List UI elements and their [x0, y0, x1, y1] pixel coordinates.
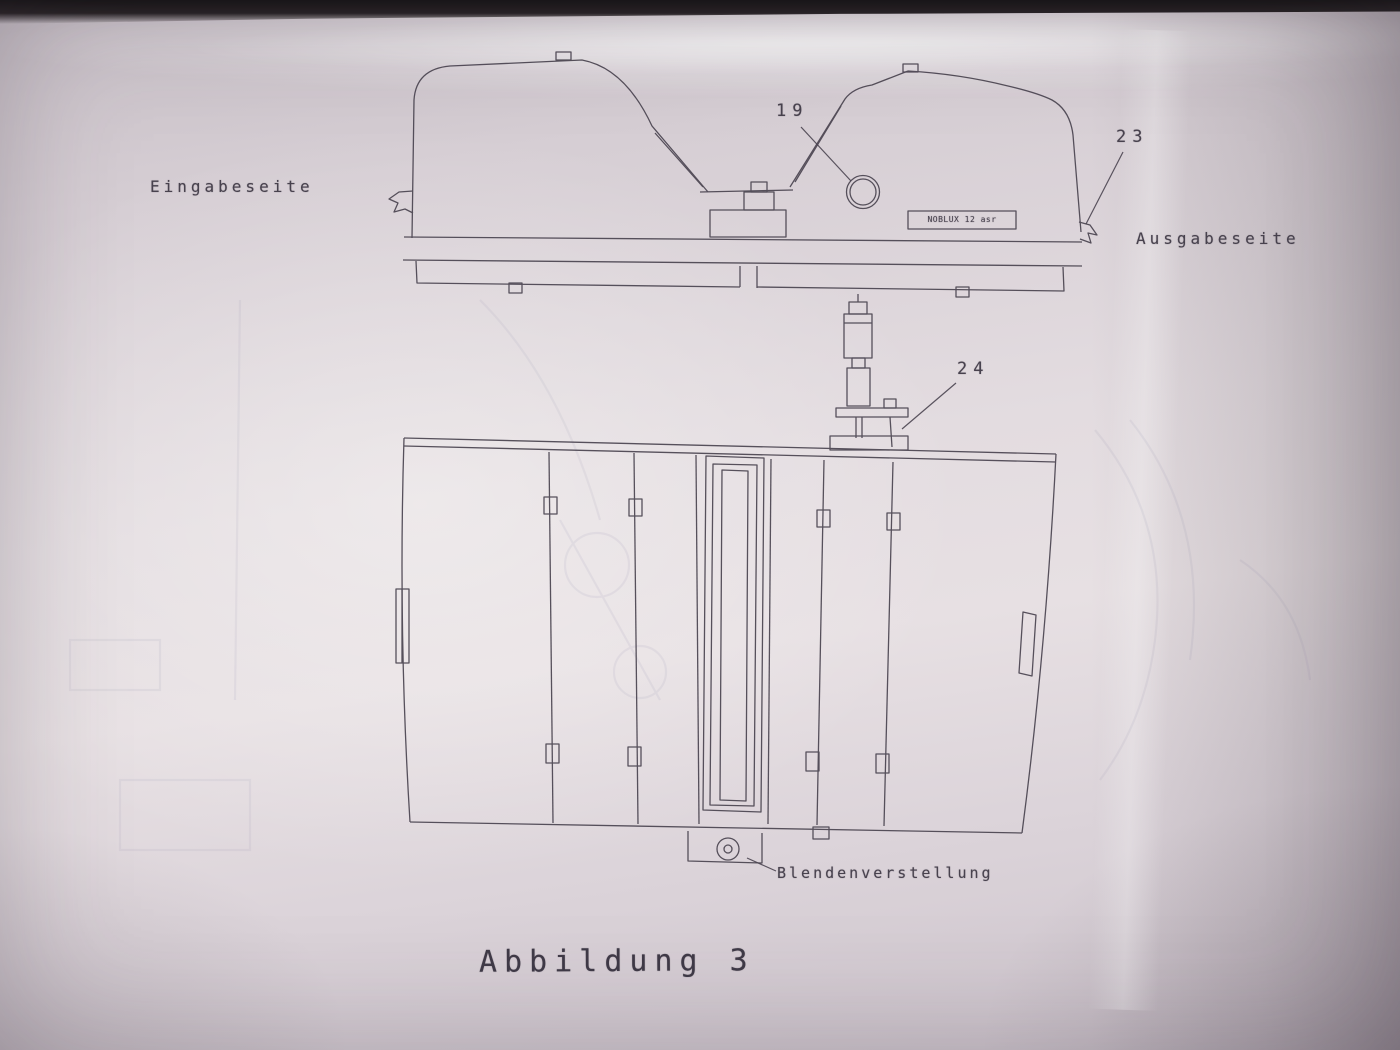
label-output-side: Ausgabeseite	[1136, 229, 1300, 248]
leader-24	[901, 382, 957, 430]
callout-leaders	[746, 126, 1124, 872]
left-hook	[388, 190, 414, 214]
leader-blenden	[746, 857, 777, 872]
lens-ring	[845, 174, 881, 210]
rod-assembly	[829, 294, 909, 451]
leader-23	[1085, 151, 1124, 225]
right-hook	[1078, 221, 1098, 244]
aperture-bracket	[687, 831, 763, 864]
aperture-knob	[716, 837, 740, 861]
leader-19	[800, 126, 852, 182]
callout-19: 19	[776, 101, 809, 121]
figure-caption: Abbildung 3	[478, 943, 755, 980]
page-curl-shadow	[1090, 0, 1400, 1050]
name-plate-text: NOBLUX 12 asr	[927, 215, 997, 224]
plan-view-drawing	[395, 294, 1057, 864]
right-handle	[1018, 611, 1037, 677]
callout-24: 24	[957, 359, 990, 379]
label-input-side: Eingabeseite	[150, 177, 314, 196]
label-aperture-adjustment: Blendenverstellung	[777, 864, 994, 882]
callout-23: 23	[1116, 127, 1149, 147]
name-plate	[907, 210, 1017, 230]
show-through-marks	[68, 299, 1312, 852]
top-view-drawing	[388, 51, 1098, 298]
